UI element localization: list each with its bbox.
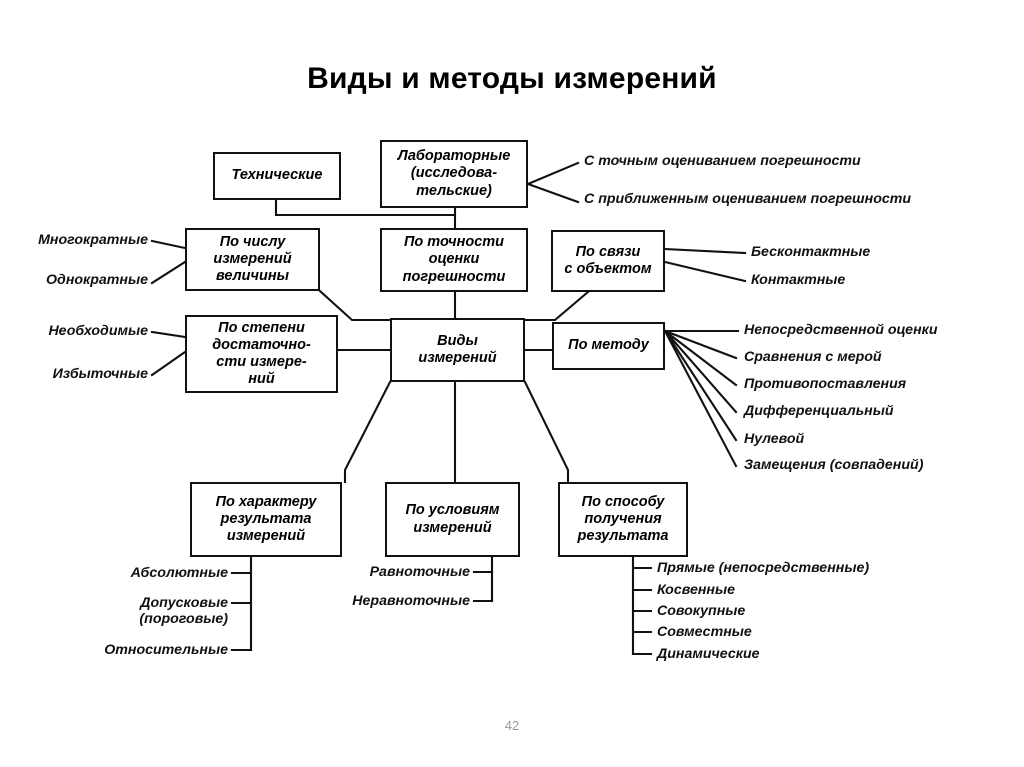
wire-bysuff-leaf-2 bbox=[150, 350, 187, 377]
node-by-number[interactable]: По числу измерений величины bbox=[185, 228, 320, 291]
leaf-redundant: Избыточные bbox=[52, 366, 148, 382]
wire-bymethod-leaf-6 bbox=[663, 329, 738, 468]
leaf-necessary: Необходимые bbox=[48, 323, 148, 339]
node-by-sufficiency[interactable]: По степени достаточно- сти измере- ний bbox=[185, 315, 338, 393]
node-center-types-of-measurement[interactable]: Виды измерений bbox=[390, 318, 525, 382]
leaf-equal-accuracy: Равноточные bbox=[369, 564, 470, 580]
leaf-lab-accurate-estimate: С точным оцениванием погрешности bbox=[584, 153, 861, 169]
leaf-tolerance-threshold: Допусковые (пороговые) bbox=[139, 595, 228, 628]
leaf-method-differential: Дифференциальный bbox=[744, 403, 894, 419]
wire-bysuff-leaf-1 bbox=[150, 330, 187, 339]
node-laboratory[interactable]: Лабораторные (исследова- тельские) bbox=[380, 140, 528, 208]
node-by-method[interactable]: По методу bbox=[552, 322, 665, 370]
leaf-contactless: Бесконтактные bbox=[751, 244, 871, 260]
leaf-method-substitution: Замещения (совпадений) bbox=[744, 457, 924, 473]
wire-bylink-leaf-2 bbox=[663, 260, 747, 283]
leaf-direct-measurements: Прямые (непосредственные) bbox=[657, 560, 870, 576]
leaf-method-opposition: Противопоставления bbox=[744, 376, 907, 392]
wire-center-to-resultway bbox=[523, 380, 570, 484]
wire-lab-leaf-2 bbox=[526, 182, 580, 204]
leaf-absolute: Абсолютные bbox=[130, 565, 228, 581]
node-by-conditions[interactable]: По условиям измерений bbox=[385, 482, 520, 557]
wire-bymethod-leaf-2 bbox=[663, 329, 738, 360]
wire-bylink-to-center bbox=[523, 290, 590, 322]
wire-center-to-character bbox=[343, 380, 392, 484]
leaf-aggregate-measurements: Совокупные bbox=[657, 603, 746, 619]
wire-bymethod-leaf-4 bbox=[663, 329, 738, 414]
node-by-result-way[interactable]: По способу получения результата bbox=[558, 482, 688, 557]
leaf-lab-approx-estimate: С приближенным оцениванием погрешности bbox=[584, 191, 912, 207]
wire-bynumber-leaf-2 bbox=[150, 260, 187, 285]
leaf-unequal-accuracy: Неравноточные bbox=[352, 593, 470, 609]
wire-bymethod-leaf-3 bbox=[663, 329, 738, 387]
leaf-contact: Контактные bbox=[751, 272, 846, 288]
leaf-method-null: Нулевой bbox=[744, 431, 805, 447]
leaf-relative: Относительные bbox=[104, 642, 228, 658]
leaf-method-comparison-with-measure: Сравнения с мерой bbox=[744, 349, 882, 365]
wire-bymethod-leaf-5 bbox=[663, 329, 738, 442]
leaf-method-direct-estimate: Непосредственной оценки bbox=[744, 322, 938, 338]
wire-bylink-leaf-1 bbox=[663, 247, 747, 255]
page-number: 42 bbox=[504, 718, 520, 733]
node-technical[interactable]: Технические bbox=[213, 152, 341, 200]
wire-bynumber-leaf-1 bbox=[150, 239, 187, 250]
node-by-object-link[interactable]: По связи с объектом bbox=[551, 230, 665, 292]
node-by-result-character[interactable]: По характеру результата измерений bbox=[190, 482, 342, 557]
wire-lab-leaf-1 bbox=[526, 161, 580, 186]
leaf-multiple-measurements: Многократные bbox=[38, 232, 148, 248]
node-by-accuracy[interactable]: По точности оценки погрешности bbox=[380, 228, 528, 292]
leaf-dynamic-measurements: Динамические bbox=[657, 646, 760, 662]
leaf-indirect-measurements: Косвенные bbox=[657, 582, 735, 598]
leaf-joint-measurements: Совместные bbox=[657, 624, 752, 640]
leaf-single-measurements: Однократные bbox=[46, 272, 148, 288]
page-title: Виды и методы измерений bbox=[307, 62, 717, 95]
